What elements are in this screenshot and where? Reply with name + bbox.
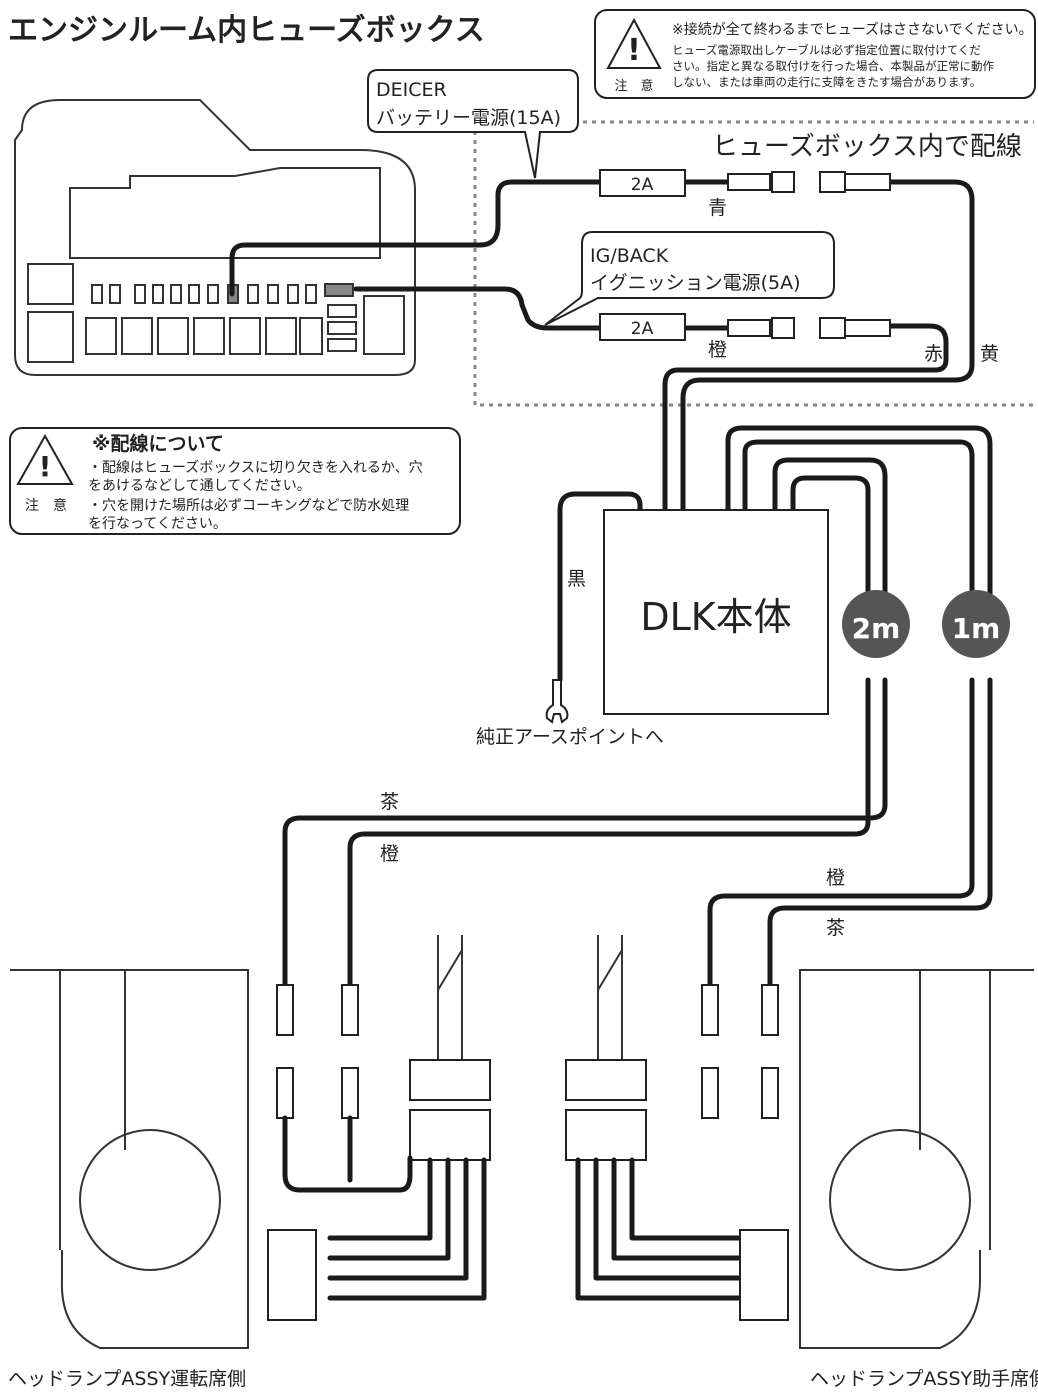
right-headlamp-label: ヘッドランプASSY助手席側 — [810, 1368, 1038, 1390]
spade-connectors — [276, 984, 779, 1119]
deicer-callout: DEICER バッテリー電源(15A) — [367, 69, 579, 179]
exclamation-icon-2: ! — [39, 450, 52, 483]
connector-pairs-fusebox — [727, 171, 891, 339]
caution-wiring-line4: を行なってください。 — [88, 516, 227, 532]
caution-wiring-label: 注 意 — [25, 497, 67, 514]
igback-sub-label: イグニッション電源(5A) — [590, 272, 801, 294]
wire-color-orange: 橙 — [708, 339, 727, 361]
caution-wiring-line1: ・配線はヒューズボックスに切り欠きを入れるか、穴 — [88, 460, 423, 476]
wires-fusebox — [229, 179, 975, 515]
caution-line-4: しない、または車両の走行に支障をきたす場合があります。 — [672, 75, 981, 89]
fuse-bottom — [599, 313, 686, 341]
right-headlamp-drawing — [799, 969, 1034, 1349]
caution-line-3: さい。指定と異なる取付けを行った場合、本製品が正常に動作 — [672, 59, 994, 73]
fuse-bottom-label: 2A — [631, 319, 654, 339]
wire-color-orange-right: 橙 — [826, 867, 845, 889]
caution-wiring-line2: をあけるなどして通してください。 — [88, 478, 311, 494]
caution-wiring-box: ! 注 意 ※配線について ・配線はヒューズボックスに切り欠きを入れるか、穴 を… — [9, 427, 461, 535]
wire-color-brown-right: 茶 — [826, 917, 845, 939]
fusebox-region-label: ヒューズボックス内で配線 — [712, 132, 1022, 162]
length-1m: 1m — [952, 612, 1001, 645]
wire-color-red: 赤 — [924, 343, 943, 365]
wire-color-yellow: 黄 — [980, 343, 999, 365]
deicer-label: DEICER — [376, 79, 447, 101]
length-badge-1m — [942, 590, 1010, 658]
caution-wiring-line3: ・穴を開けた場所は必ずコーキングなどで防水処理 — [88, 498, 409, 514]
fuse-top-label: 2A — [631, 175, 654, 195]
caution-label: 注 意 — [614, 78, 653, 94]
deicer-sub-label: バッテリー電源(15A) — [376, 107, 561, 129]
dlk-body — [603, 509, 829, 715]
fuse-box-drawing — [14, 99, 416, 376]
wire-color-brown-left: 茶 — [380, 791, 399, 813]
caution-wiring-title: ※配線について — [92, 432, 224, 455]
fuse-top — [599, 169, 686, 197]
length-2m: 2m — [852, 612, 901, 645]
wire-color-blue: 青 — [708, 197, 727, 219]
warning-icon-2 — [16, 433, 74, 485]
caution-line-1: ※接続が全て終わるまでヒューズはささないでください。 — [672, 21, 1033, 38]
warning-icon — [606, 17, 662, 69]
wires-lower — [282, 677, 993, 988]
length-badge-2m — [842, 590, 910, 658]
caution-top-box: ! 注 意 ※接続が全て終わるまでヒューズはささないでください。 ヒューズ電源取… — [594, 9, 1036, 99]
center-harnesses — [267, 935, 789, 1321]
igback-label: IG/BACK — [590, 245, 669, 267]
wire-color-orange-left: 橙 — [380, 843, 399, 865]
ground-label: 純正アースポイントへ — [476, 726, 664, 748]
caution-line-2: ヒューズ電源取出しケーブルは必ず指定位置に取付けてくだ — [672, 43, 981, 57]
page-title: エンジンルーム内ヒューズボックス — [8, 13, 485, 48]
wire-color-black: 黒 — [567, 568, 586, 590]
mini-fuse-row — [91, 284, 317, 304]
dlk-body-label: DLK本体 — [640, 595, 791, 639]
ground-terminal-icon — [545, 679, 569, 724]
exclamation-icon: ! — [627, 33, 641, 68]
wires-dlk — [557, 425, 993, 683]
left-headlamp-drawing — [10, 969, 249, 1349]
igback-callout: IG/BACK イグニッション電源(5A) — [544, 231, 835, 326]
left-headlamp-label: ヘッドランプASSY運転席側 — [8, 1368, 246, 1390]
